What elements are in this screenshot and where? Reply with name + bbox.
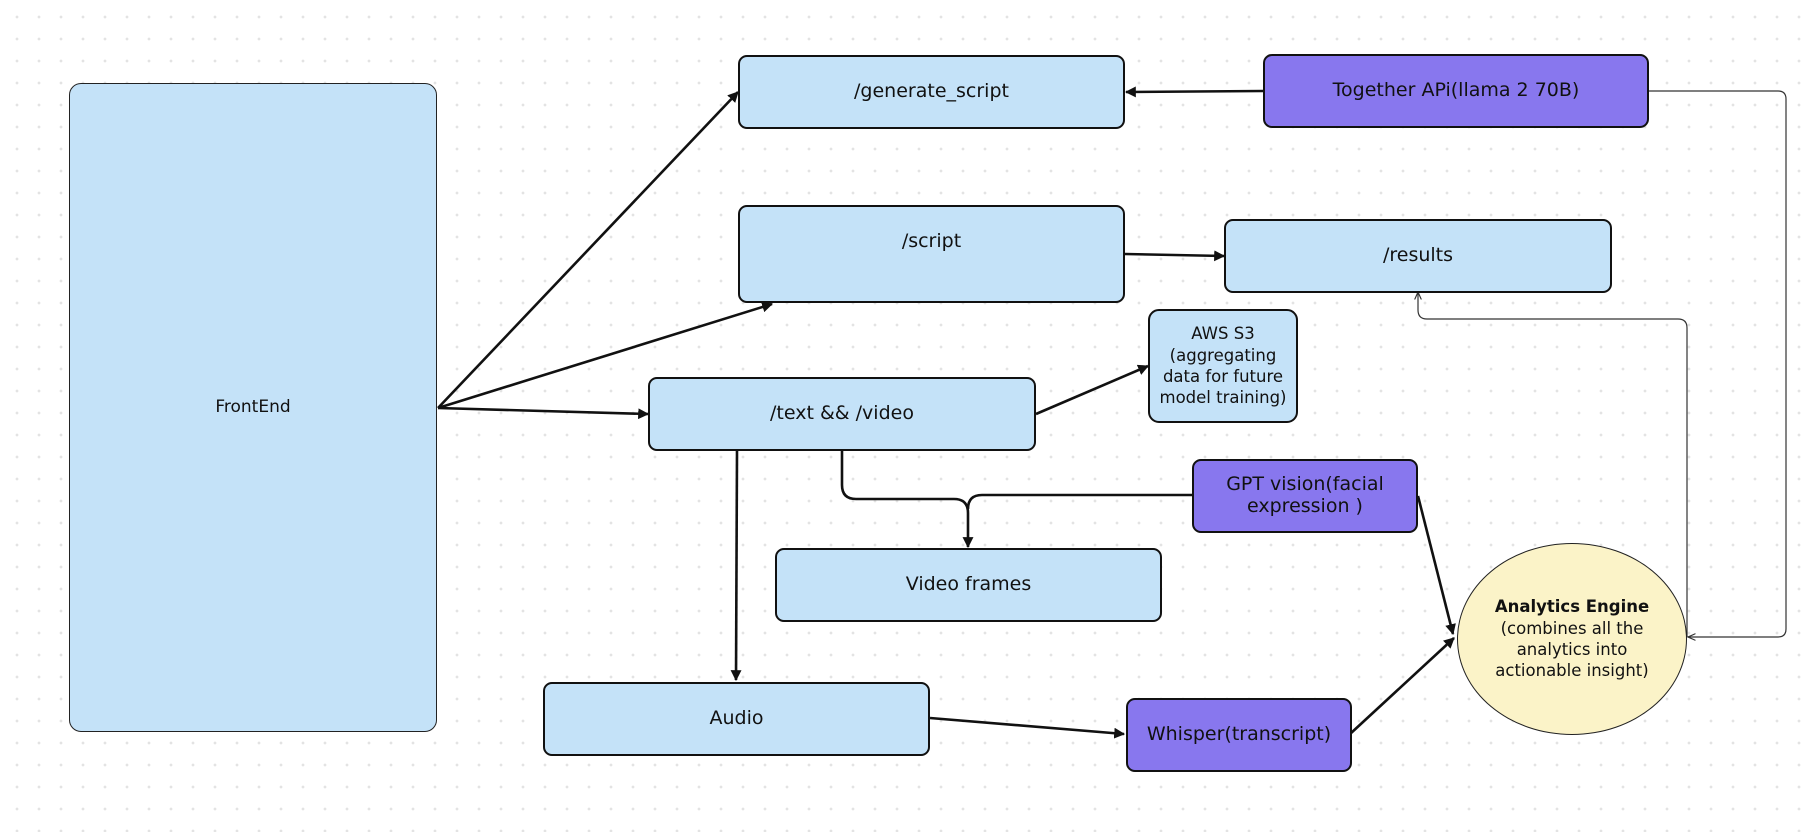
text-video-label: /text && /video xyxy=(770,402,914,425)
analytics-engine-title: Analytics Engine xyxy=(1494,597,1650,617)
aws-s3-line-3: data for future xyxy=(1162,367,1284,386)
gpt-vision-node: GPT vision(facial expression ) xyxy=(1192,459,1418,533)
video-frames-label: Video frames xyxy=(905,573,1032,596)
whisper-label: Whisper(transcript) xyxy=(1146,723,1332,746)
results-node: /results xyxy=(1224,219,1612,293)
generate-script-label: /generate_script xyxy=(854,80,1009,103)
aws-s3-line-4: model training) xyxy=(1159,388,1287,408)
audio-node: Audio xyxy=(543,682,930,756)
gpt-vision-line-1: GPT vision(facial xyxy=(1226,473,1384,496)
script-node: /script xyxy=(738,205,1125,303)
together-api-node: Together APi(llama 2 70B) xyxy=(1263,54,1649,128)
arrow-gpt-vision-to-analytics xyxy=(1416,495,1456,636)
audio-label: Audio xyxy=(709,707,764,730)
analytics-engine-node: Analytics Engine (combines all the analy… xyxy=(1457,543,1687,735)
analytics-engine-line-3: actionable insight) xyxy=(1495,661,1649,681)
text-video-node: /text && /video xyxy=(648,377,1036,451)
video-frames-node: Video frames xyxy=(775,548,1162,622)
arrow-script-to-results xyxy=(1124,250,1226,262)
arrow-text-video-to-aws-s3 xyxy=(1035,364,1150,416)
whisper-node: Whisper(transcript) xyxy=(1126,698,1352,772)
frontend-node: FrontEnd xyxy=(69,83,437,732)
results-label: /results xyxy=(1382,244,1454,267)
gpt-vision-line-2: expression ) xyxy=(1247,495,1363,517)
aws-s3-node: AWS S3 (aggregating data for future mode… xyxy=(1148,309,1298,423)
analytics-engine-line-1: (combines all the xyxy=(1500,618,1644,638)
script-label: /script xyxy=(901,230,962,252)
arrow-frontend-to-generate-script xyxy=(437,91,739,409)
connector-text-video-to-video-frames xyxy=(840,450,974,549)
arrow-audio-to-whisper xyxy=(929,716,1126,739)
arrow-whisper-to-analytics xyxy=(1349,637,1455,735)
aws-s3-line-1: AWS S3 xyxy=(1191,324,1255,344)
connector-analytics-to-results xyxy=(1418,292,1688,637)
arrow-frontend-to-script xyxy=(437,301,774,410)
frontend-label: FrontEnd xyxy=(215,396,291,417)
aws-s3-line-2: (aggregating xyxy=(1169,345,1277,365)
analytics-engine-line-2: analytics into xyxy=(1516,640,1628,659)
arrow-frontend-to-text-video xyxy=(437,406,650,420)
arrow-together-to-generate-script xyxy=(1124,86,1264,98)
arrow-text-video-to-audio xyxy=(730,450,742,682)
together-api-label: Together APi(llama 2 70B) xyxy=(1332,79,1580,102)
connector-gpt-vision-to-video-frames xyxy=(966,493,1192,510)
connector-together-to-analytics xyxy=(1648,90,1787,637)
generate-script-node: /generate_script xyxy=(738,55,1125,129)
